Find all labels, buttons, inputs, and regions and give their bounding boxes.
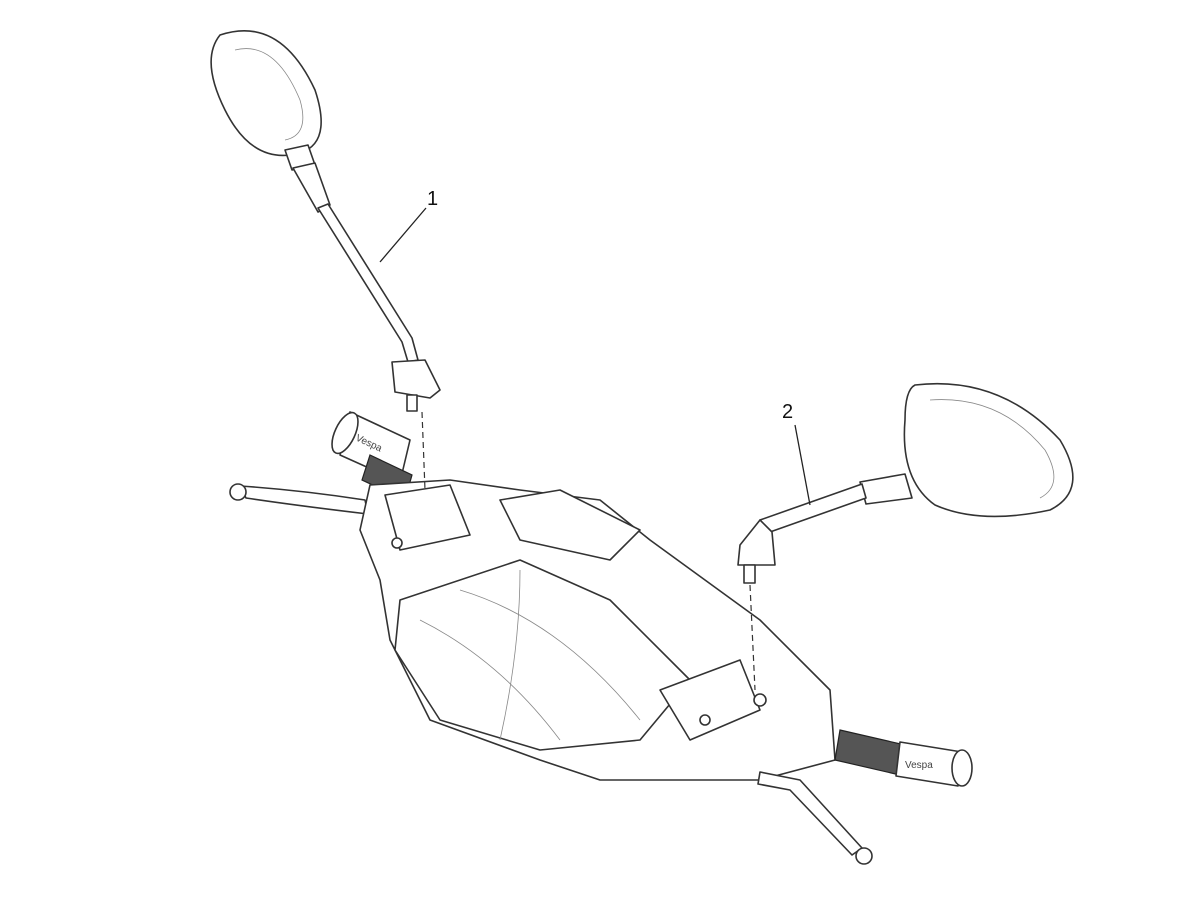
assembly-line-1 [421, 411, 426, 491]
svg-text:Vespa: Vespa [905, 760, 933, 771]
right-brake-lever [757, 771, 873, 865]
handlebar-body [359, 479, 836, 781]
leader-line-1 [379, 207, 427, 263]
callout-2: 2 [782, 401, 793, 423]
left-brake-lever [229, 483, 369, 515]
left-mirror [210, 30, 441, 412]
right-mirror [737, 382, 1074, 584]
assembly-line-2 [749, 584, 756, 691]
callout-1: 1 [427, 188, 438, 210]
leader-line-2 [794, 424, 811, 506]
right-grip: Vespa [834, 729, 973, 787]
